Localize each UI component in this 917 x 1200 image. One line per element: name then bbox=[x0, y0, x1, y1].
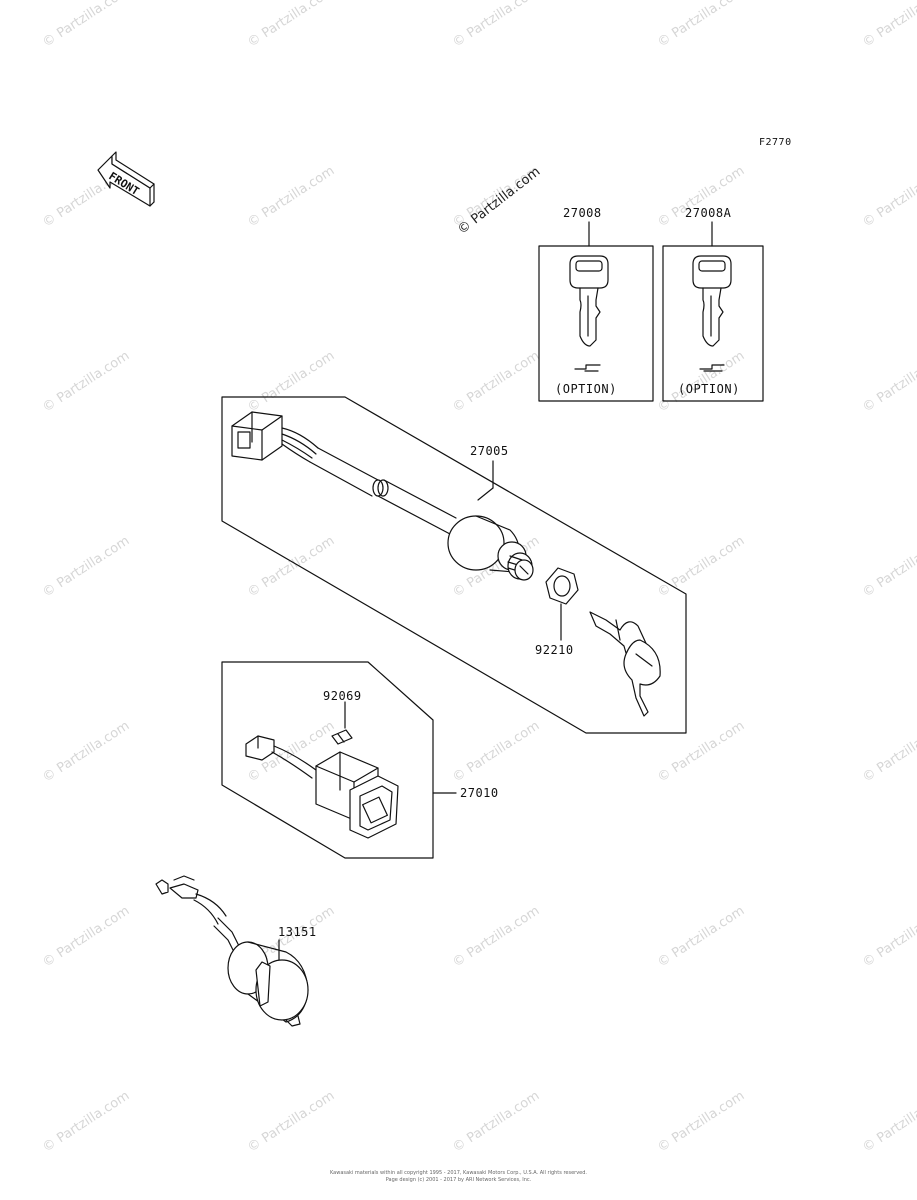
front-arrow-icon: FRONT bbox=[97, 151, 155, 207]
copyright-line-1: Kawasaki materials within all copyright … bbox=[329, 1170, 588, 1176]
key-27008a-box bbox=[662, 221, 764, 402]
option-label-27008a: (OPTION) bbox=[678, 382, 740, 396]
part-label-27010[interactable]: 27010 bbox=[460, 786, 499, 800]
key-27008-box bbox=[538, 221, 654, 402]
option-label-27008: (OPTION) bbox=[555, 382, 617, 396]
part-label-92210[interactable]: 92210 bbox=[535, 643, 574, 657]
indicator-27010-group bbox=[221, 661, 457, 859]
part-label-92069[interactable]: 92069 bbox=[323, 689, 362, 703]
part-label-27005[interactable]: 27005 bbox=[470, 444, 509, 458]
copyright-line-2: Page design (c) 2001 - 2017 by ARI Netwo… bbox=[385, 1177, 532, 1183]
part-label-27008a[interactable]: 27008A bbox=[685, 206, 732, 220]
ignition-switch-27005-group bbox=[221, 396, 687, 734]
part-label-27008[interactable]: 27008 bbox=[563, 206, 602, 220]
diagram-code: F2770 bbox=[759, 137, 792, 148]
part-13151-assembly bbox=[155, 875, 309, 1027]
part-label-13151[interactable]: 13151 bbox=[278, 925, 317, 939]
